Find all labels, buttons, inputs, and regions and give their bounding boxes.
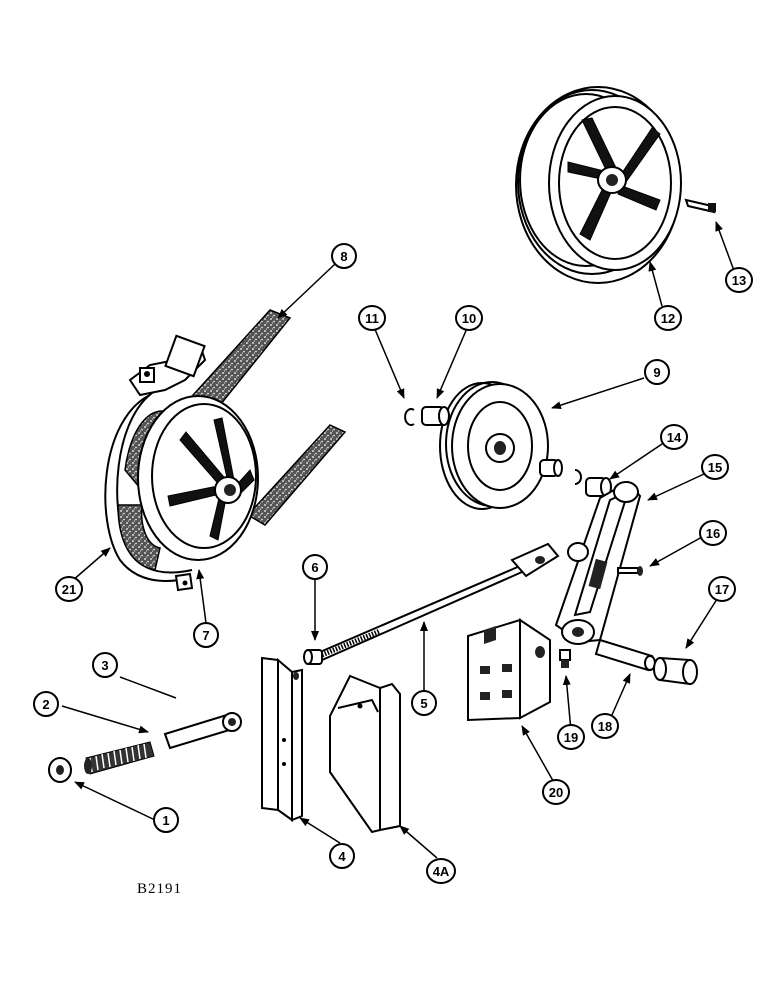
callout-8-label: 8 — [340, 249, 347, 264]
callout-3: 3 — [92, 652, 118, 678]
tension-rod-5 — [318, 542, 560, 662]
callout-17: 17 — [708, 576, 736, 602]
callout-3-label: 3 — [101, 658, 108, 673]
callout-19: 19 — [557, 724, 585, 750]
callout-5: 5 — [411, 690, 437, 716]
bushing-10 — [421, 406, 450, 426]
callout-20-label: 20 — [549, 785, 563, 800]
callout-4: 4 — [329, 843, 355, 869]
spring-anchor-3 — [163, 712, 242, 750]
angled-bracket-4a — [329, 674, 401, 834]
pin-18 — [594, 638, 656, 672]
callout-13: 13 — [725, 267, 753, 293]
callout-5-label: 5 — [420, 696, 427, 711]
callout-12-label: 12 — [661, 311, 675, 326]
idler-pulley-9 — [439, 381, 549, 510]
callout-18-label: 18 — [598, 719, 612, 734]
callout-10: 10 — [455, 305, 483, 331]
callout-9: 9 — [644, 359, 670, 385]
idler-arm-15 — [554, 480, 642, 645]
callout-1: 1 — [153, 807, 179, 833]
callout-14: 14 — [660, 424, 688, 450]
callout-20: 20 — [542, 779, 570, 805]
pulley-double-groove-12 — [515, 86, 682, 284]
bushing-14 — [539, 459, 612, 497]
channel-bracket-4 — [261, 656, 303, 822]
belt-guard-21 — [104, 334, 207, 592]
callout-1-label: 1 — [162, 813, 169, 828]
callout-15-label: 15 — [708, 460, 722, 475]
callout-4a-label: 4A — [433, 864, 450, 879]
callout-17-label: 17 — [715, 582, 729, 597]
snap-ring-11 — [404, 408, 415, 426]
washer-1 — [48, 757, 72, 783]
callout-21: 21 — [55, 576, 83, 602]
callout-18: 18 — [591, 713, 619, 739]
callout-2: 2 — [33, 691, 59, 717]
key-13 — [684, 198, 716, 214]
grease-fitting-19 — [559, 649, 571, 668]
leader-lines — [61, 221, 737, 859]
callout-4-label: 4 — [338, 849, 346, 864]
callout-14-label: 14 — [667, 430, 682, 445]
callout-11: 11 — [358, 305, 386, 331]
callout-7-label: 7 — [202, 628, 209, 643]
callout-21-label: 21 — [62, 582, 76, 597]
callout-12: 12 — [654, 305, 682, 331]
callout-13-label: 13 — [732, 273, 746, 288]
callout-11-label: 11 — [365, 311, 379, 326]
callout-6: 6 — [302, 554, 328, 580]
callout-16-label: 16 — [706, 526, 720, 541]
bushing-17 — [653, 656, 698, 686]
spring-2 — [84, 741, 155, 775]
callout-2-label: 2 — [42, 697, 49, 712]
callout-6-label: 6 — [311, 560, 318, 575]
callout-10-label: 10 — [462, 311, 476, 326]
callout-4a: 4A — [426, 858, 456, 884]
pulley-large-7 — [137, 395, 259, 561]
bracket-20 — [467, 618, 551, 722]
callout-19-label: 19 — [564, 730, 578, 745]
bolt-16 — [617, 566, 643, 576]
callout-8: 8 — [331, 243, 357, 269]
callout-9-label: 9 — [653, 365, 660, 380]
callout-16: 16 — [699, 520, 727, 546]
figure-code: B2191 — [137, 881, 182, 897]
callout-7: 7 — [193, 622, 219, 648]
nut-6 — [303, 649, 323, 665]
callout-15: 15 — [701, 454, 729, 480]
